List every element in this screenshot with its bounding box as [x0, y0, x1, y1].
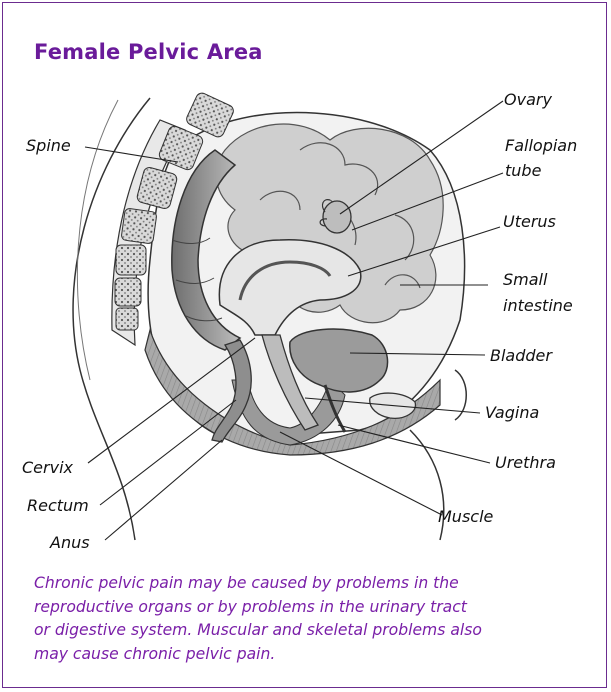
label-muscle: Muscle [438, 507, 493, 527]
label-cervix: Cervix [22, 458, 73, 478]
label-spine: Spine [26, 136, 71, 156]
label-small-intestine-2: intestine [503, 296, 573, 316]
label-urethra: Urethra [495, 453, 556, 473]
label-small-intestine-1: Small [503, 270, 547, 290]
pubic-outline [455, 370, 466, 420]
caption-line: may cause chronic pelvic pain. [34, 643, 574, 667]
label-bladder: Bladder [490, 346, 552, 366]
label-uterus: Uterus [503, 212, 556, 232]
ovary [323, 201, 351, 233]
label-fallopian-tube-1: Fallopian [505, 136, 577, 156]
label-rectum: Rectum [27, 496, 89, 516]
caption-line: reproductive organs or by problems in th… [34, 596, 574, 620]
caption-line: Chronic pelvic pain may be caused by pro… [34, 572, 574, 596]
label-vagina: Vagina [485, 403, 539, 423]
label-fallopian-tube-2: tube [505, 161, 541, 181]
figure-caption: Chronic pelvic pain may be caused by pro… [34, 572, 574, 666]
back-outline [77, 100, 118, 380]
label-ovary: Ovary [504, 90, 552, 110]
label-anus: Anus [50, 533, 90, 553]
caption-line: or digestive system. Muscular and skelet… [34, 619, 574, 643]
